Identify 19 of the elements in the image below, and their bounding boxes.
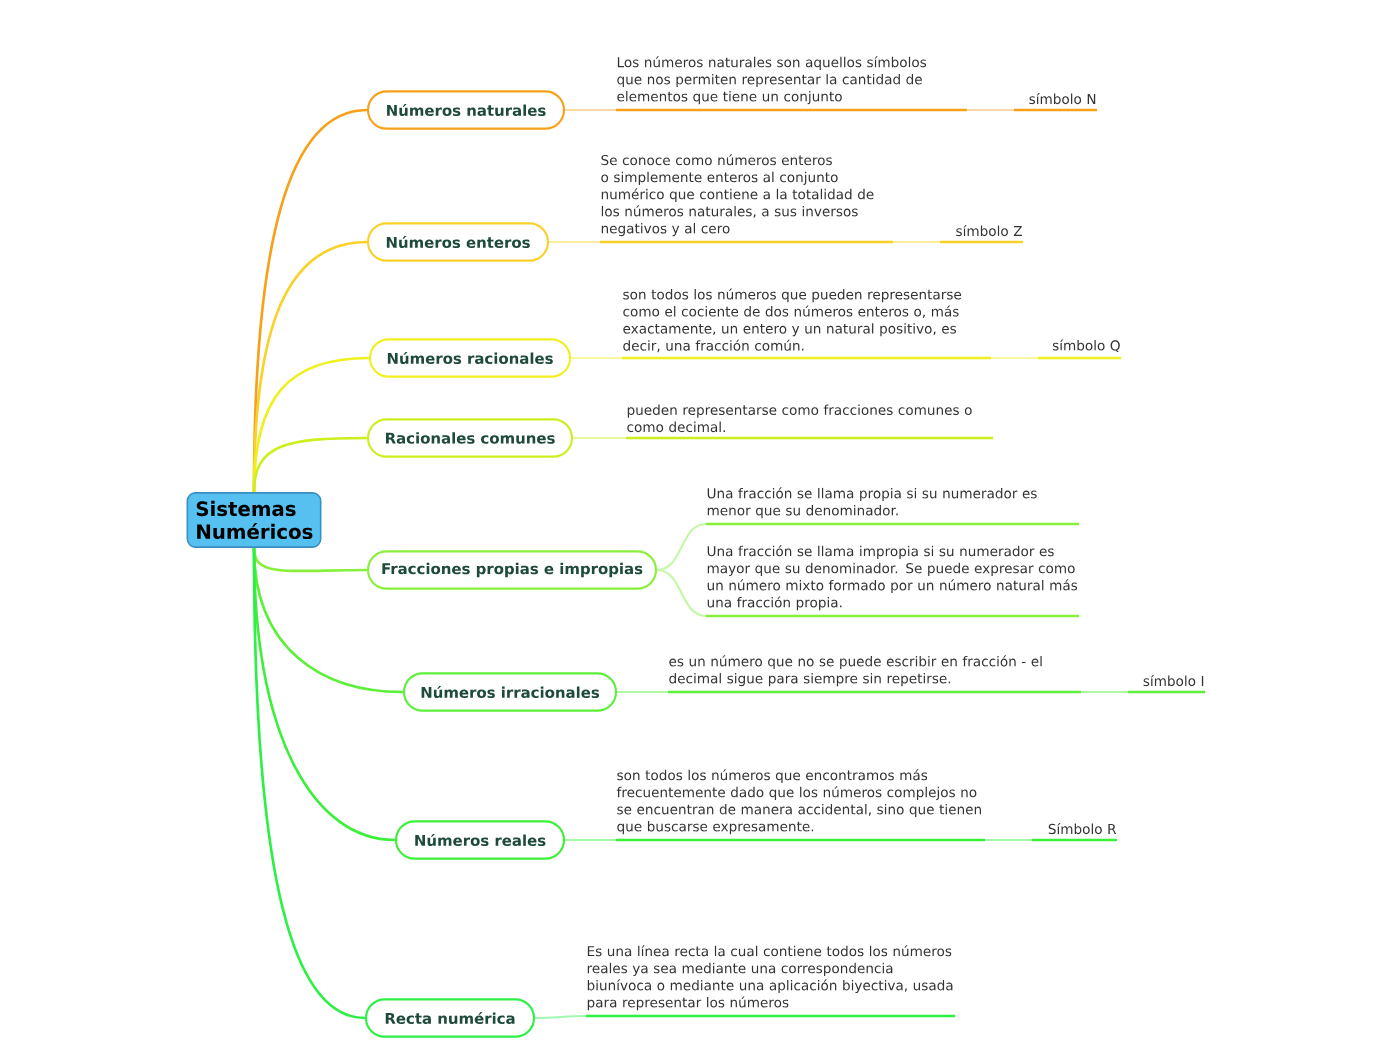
connector-line xyxy=(565,838,616,842)
connector-line xyxy=(565,108,616,112)
central-topic-box: Sistemas Numéricos xyxy=(186,492,322,548)
connector-line xyxy=(549,240,600,244)
connector-line xyxy=(252,436,367,493)
connector-line xyxy=(252,547,366,1020)
connector-line xyxy=(991,356,1038,360)
connector-line xyxy=(656,522,707,572)
connector-line xyxy=(893,240,940,244)
connector-line xyxy=(985,838,1032,842)
connector-line xyxy=(967,108,1014,112)
connector-line xyxy=(573,436,626,440)
connector-line xyxy=(252,547,367,573)
connector-line xyxy=(1081,690,1128,694)
connector-line xyxy=(656,568,707,618)
connector-line xyxy=(617,690,668,694)
connector-line xyxy=(571,356,622,360)
connector-line xyxy=(252,547,403,694)
connector-line xyxy=(535,1014,587,1020)
